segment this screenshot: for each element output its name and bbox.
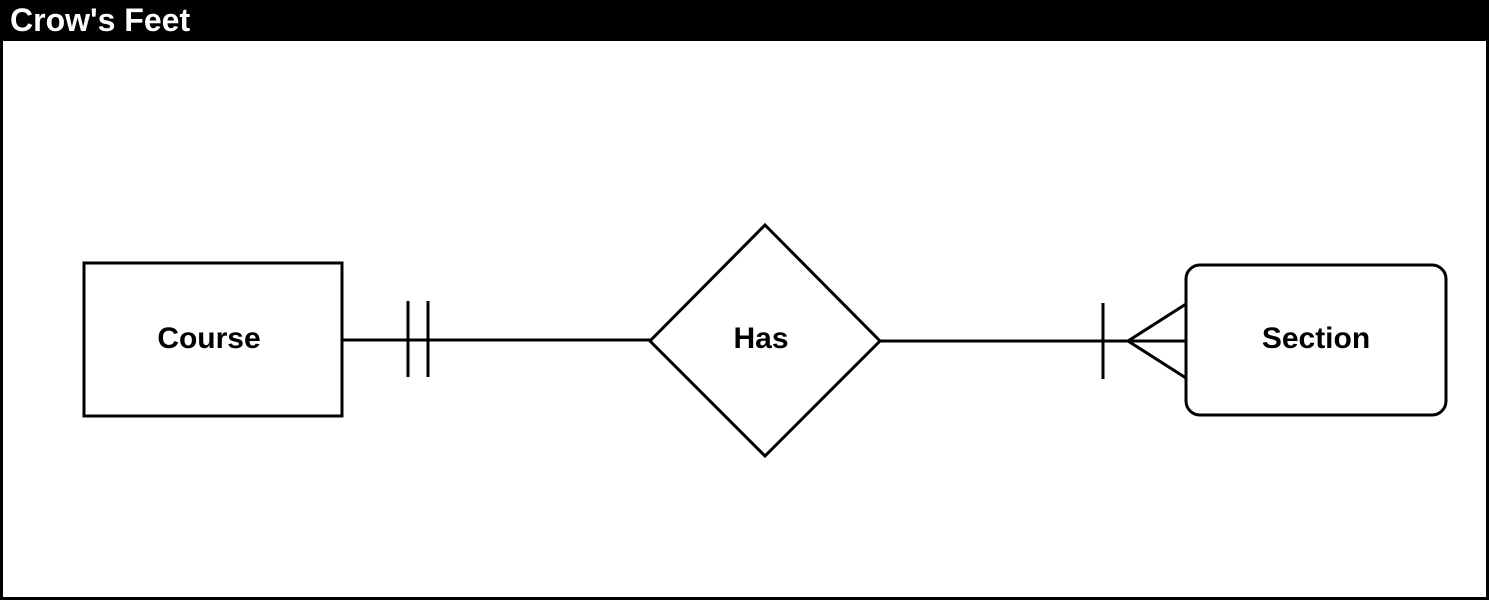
course-has-connector bbox=[342, 301, 651, 377]
has-relationship-label: Has bbox=[733, 322, 788, 355]
course-entity-label: Course bbox=[157, 322, 260, 355]
section-entity-box bbox=[1184, 263, 1448, 417]
title-bar: Crow's Feet bbox=[0, 0, 1489, 41]
crows-foot-many-icon bbox=[1125, 302, 1187, 380]
section-entity[interactable]: Section bbox=[1184, 263, 1448, 417]
section-entity-label: Section bbox=[1262, 322, 1370, 355]
has-relationship-diamond bbox=[647, 222, 883, 459]
has-section-connector bbox=[880, 302, 1187, 380]
diagram-title: Crow's Feet bbox=[10, 2, 191, 38]
course-entity[interactable]: Course bbox=[82, 261, 344, 418]
has-relationship[interactable]: Has bbox=[647, 222, 883, 459]
